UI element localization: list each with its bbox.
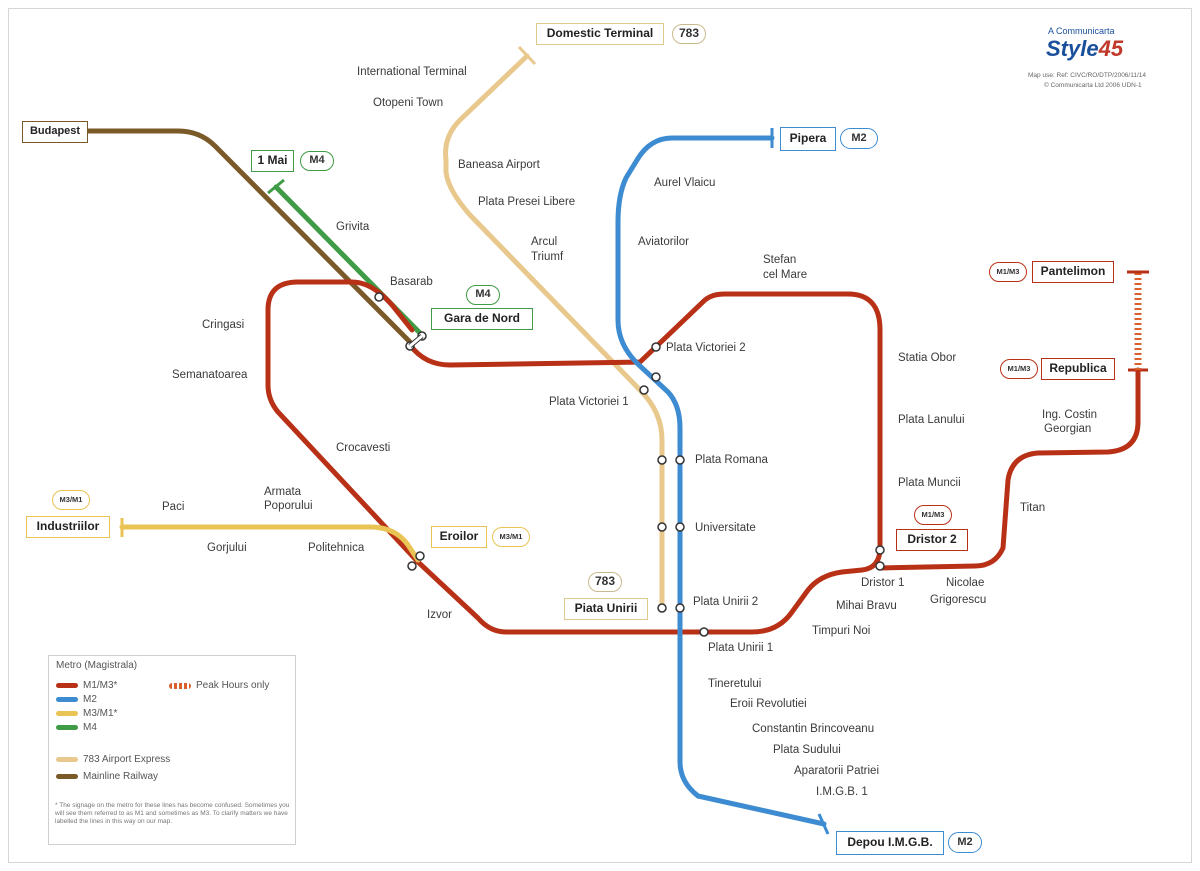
station-label[interactable]: Aurel Vlaicu — [654, 177, 716, 189]
terminal-depou-imgb[interactable]: Depou I.M.G.B. — [836, 831, 944, 855]
station-label[interactable]: cel Mare — [763, 269, 808, 281]
station-label[interactable]: Arcul — [531, 236, 558, 248]
brand-line4: © Communicarta Ltd 2006 UDN-1 — [1044, 82, 1142, 89]
legend-title: Metro (Magistrala) — [56, 660, 138, 671]
legend: Metro (Magistrala) M1/M3* M2 M3/M1* M4 7… — [48, 655, 296, 845]
terminal-badge: 783 — [672, 24, 706, 44]
terminal-pipera[interactable]: Pipera — [780, 127, 836, 151]
station-label[interactable]: Timpuri Noi — [812, 625, 871, 637]
station-label[interactable]: Plata Muncii — [898, 477, 961, 489]
terminal-domestic[interactable]: Domestic Terminal — [536, 23, 664, 45]
station-label[interactable]: Basarab — [390, 276, 433, 288]
terminal-piata-unirii[interactable]: Piata Unirii — [564, 598, 648, 620]
legend-swatch — [56, 725, 78, 730]
legend-swatch — [56, 711, 78, 716]
station-label[interactable]: Semanatoarea — [172, 369, 248, 381]
terminal-budapest[interactable]: Budapest — [22, 121, 88, 143]
station-label[interactable]: Plata Lanului — [898, 414, 965, 426]
brand-line3: Map use: Ref: CIVC/RO/DTP/2006/11/14 — [1028, 72, 1147, 79]
legend-item-m2: M2 — [56, 694, 97, 705]
route-783-airport-express — [443, 53, 665, 611]
station-label[interactable]: Triumf — [531, 251, 564, 263]
station-label[interactable]: Grivita — [336, 221, 370, 233]
route-m3m1 — [119, 524, 421, 563]
station-label[interactable]: Gorjului — [207, 542, 247, 554]
interchange-markers — [374, 292, 885, 637]
station-label[interactable]: Eroii Revolutiei — [730, 698, 807, 710]
station-label[interactable]: Aviatorilor — [638, 236, 689, 248]
legend-swatch-peak — [169, 682, 191, 689]
station-label[interactable]: Ing. Costin — [1042, 409, 1097, 421]
station-label[interactable]: Armata — [264, 486, 302, 498]
station-label[interactable]: Nicolae — [946, 577, 985, 589]
station-label[interactable]: Paci — [162, 501, 185, 513]
badge-m3m1-eroilor: M3/M1 — [492, 527, 530, 547]
station-label[interactable]: Politehnica — [308, 542, 365, 554]
brand-line1: A Communicarta — [1048, 26, 1115, 36]
station-label[interactable]: Plata Romana — [695, 454, 768, 466]
station-label[interactable]: Tineretului — [708, 678, 762, 690]
station-label[interactable]: Constantin Brincoveanu — [752, 723, 875, 735]
station-label[interactable]: Plata Unirii 1 — [708, 642, 774, 654]
legend-swatch — [56, 683, 78, 688]
route-m1m3 — [265, 279, 883, 635]
badge-m4-gara: M4 — [466, 285, 500, 305]
badge-m1m3-dristor: M1/M3 — [914, 505, 952, 525]
station-label[interactable]: Izvor — [427, 609, 452, 621]
legend-swatch — [56, 757, 78, 762]
branding: A Communicarta Style45 Map use: Ref: CIV… — [1010, 24, 1180, 98]
legend-swatch — [56, 774, 78, 779]
badge-m4-1mai: M4 — [300, 151, 334, 171]
legend-item-peak: Peak Hours only — [169, 680, 269, 691]
badge-m2-pipera: M2 — [840, 128, 878, 149]
station-label[interactable]: Plata Victoriei 2 — [666, 342, 746, 354]
terminal-republica[interactable]: Republica — [1041, 358, 1115, 380]
station-label[interactable]: Baneasa Airport — [458, 159, 540, 171]
station-label[interactable]: Grigorescu — [930, 594, 987, 606]
station-label[interactable]: Georgian — [1044, 423, 1092, 435]
station-label[interactable]: Universitate — [695, 522, 756, 534]
terminal-label: Domestic Terminal — [546, 26, 654, 40]
station-label[interactable]: Crocavesti — [336, 442, 391, 454]
legend-item-railway: Mainline Railway — [56, 771, 158, 782]
legend-item-airport: 783 Airport Express — [56, 754, 170, 765]
badge-m2-depou: M2 — [948, 832, 982, 853]
station-label[interactable]: International Terminal — [357, 66, 467, 78]
legend-swatch — [56, 697, 78, 702]
terminal-gara-de-nord[interactable]: Gara de Nord — [431, 308, 533, 330]
legend-note: * The signage on the metro for these lin… — [55, 802, 290, 825]
terminal-eroilor[interactable]: Eroilor — [431, 526, 487, 548]
station-label[interactable]: Plata Victoriei 1 — [549, 396, 629, 408]
station-label[interactable]: Plata Presei Libere — [478, 196, 576, 208]
brand-logo: Style45 — [1046, 36, 1124, 61]
badge-m1m3-pantelimon: M1/M3 — [989, 262, 1027, 282]
station-label[interactable]: Plata Sudului — [773, 744, 841, 756]
station-label[interactable]: Cringasi — [202, 319, 245, 331]
route-mainline-railway — [85, 128, 413, 345]
station-label[interactable]: Mihai Bravu — [836, 600, 897, 612]
badge-783-unirii: 783 — [588, 572, 622, 592]
legend-item-m4: M4 — [56, 722, 97, 733]
map-frame — [8, 8, 1192, 863]
station-label[interactable]: Plata Unirii 2 — [693, 596, 759, 608]
badge-m3m1-industriilor: M3/M1 — [52, 490, 90, 510]
route-m1m3-east — [877, 367, 1141, 571]
station-label[interactable]: Dristor 1 — [861, 577, 905, 589]
station-label[interactable]: Otopeni Town — [373, 97, 444, 109]
route-m2 — [615, 135, 827, 827]
station-label[interactable]: Statia Obor — [898, 352, 957, 364]
badge-m1m3-republica: M1/M3 — [1000, 359, 1038, 379]
terminal-dristor-2[interactable]: Dristor 2 — [896, 529, 968, 551]
terminal-industriilor[interactable]: Industriilor — [26, 516, 110, 538]
station-label[interactable]: I.M.G.B. 1 — [816, 786, 868, 798]
station-label[interactable]: Aparatorii Patriei — [794, 765, 880, 777]
terminal-pantelimon[interactable]: Pantelimon — [1032, 261, 1114, 283]
legend-item-m1m3: M1/M3* — [56, 680, 117, 691]
terminal-1mai[interactable]: 1 Mai — [251, 150, 294, 172]
station-label[interactable]: Titan — [1020, 502, 1046, 514]
legend-item-m3m1: M3/M1* — [56, 708, 117, 719]
station-label[interactable]: Stefan — [763, 254, 797, 266]
station-label[interactable]: Poporului — [264, 500, 313, 512]
